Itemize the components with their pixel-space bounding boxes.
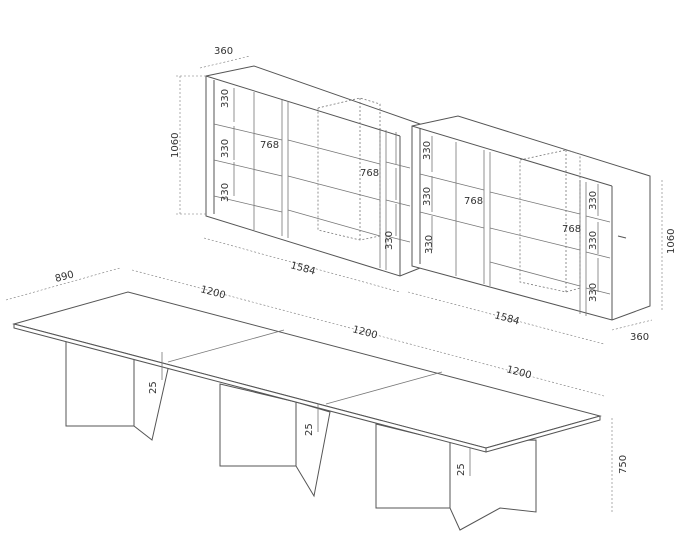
dim-mid-gap-2: 330 [422, 141, 433, 160]
dim-table-top-2: 1200 [351, 324, 378, 341]
dim-inner-width-a: 768 [260, 140, 279, 151]
dim-inner-width-d: 768 [562, 224, 581, 235]
dim-right-gap-extra: 330 [424, 235, 435, 254]
right-cabinet-body [411, 115, 651, 321]
dim-cabinet-height-left: 1060 [170, 133, 181, 158]
cabinet-dimension-lines [176, 55, 663, 345]
dim-right-gap-1: 330 [588, 191, 599, 210]
dim-shelf-gap-3: 330 [220, 183, 231, 202]
dim-cabinet-height-right: 1060 [666, 229, 677, 254]
dim-mid-gap-3: 330 [422, 187, 433, 206]
dim-mid-gap-1: 330 [384, 231, 395, 250]
dim-cabinet-width-right: 1584 [493, 310, 520, 327]
dim-table-top-1: 1200 [199, 284, 226, 301]
dim-cabinet-depth-top: 360 [214, 46, 233, 57]
dim-table-top-3: 1200 [505, 364, 532, 381]
dim-shelf-gap-1: 330 [220, 89, 231, 108]
dim-table-height: 750 [618, 455, 629, 474]
dim-table-thickness-3: 25 [456, 463, 467, 476]
dim-table-thickness-1: 25 [148, 381, 159, 394]
dim-right-gap-3: 330 [588, 283, 599, 302]
cabinet-assembly [205, 65, 651, 321]
dim-cabinet-depth-bottom: 360 [630, 332, 649, 343]
table-assembly [12, 291, 602, 531]
table-dimension-lines [5, 267, 613, 512]
dim-inner-width-b: 768 [360, 168, 379, 179]
dim-inner-width-c: 768 [464, 196, 483, 207]
dim-cabinet-width-left: 1584 [289, 260, 316, 277]
dim-shelf-gap-2: 330 [220, 139, 231, 158]
dim-table-depth: 890 [54, 269, 75, 285]
dim-right-gap-2: 330 [588, 231, 599, 250]
dim-table-thickness-2: 25 [304, 423, 315, 436]
